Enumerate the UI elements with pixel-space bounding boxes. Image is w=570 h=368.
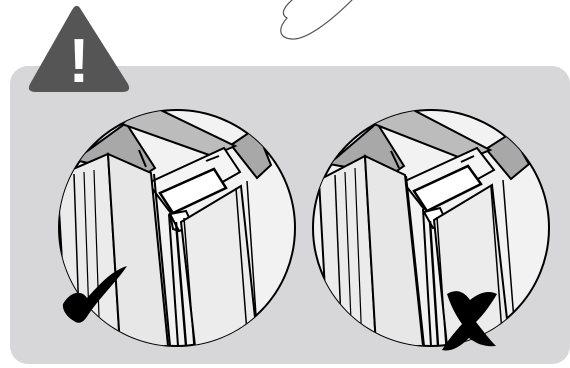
correct-installation-view — [58, 109, 296, 347]
paper-clip-icon — [280, 0, 353, 40]
correct-installation-detail — [59, 110, 273, 346]
check-mark-icon — [62, 266, 127, 323]
incorrect-installation-view — [312, 109, 550, 351]
warning-symbol: ! — [69, 27, 90, 96]
incorrect-installation-detail — [317, 110, 531, 346]
cross-mark-icon — [442, 291, 497, 351]
warning-triangle-icon: ! — [28, 5, 130, 96]
